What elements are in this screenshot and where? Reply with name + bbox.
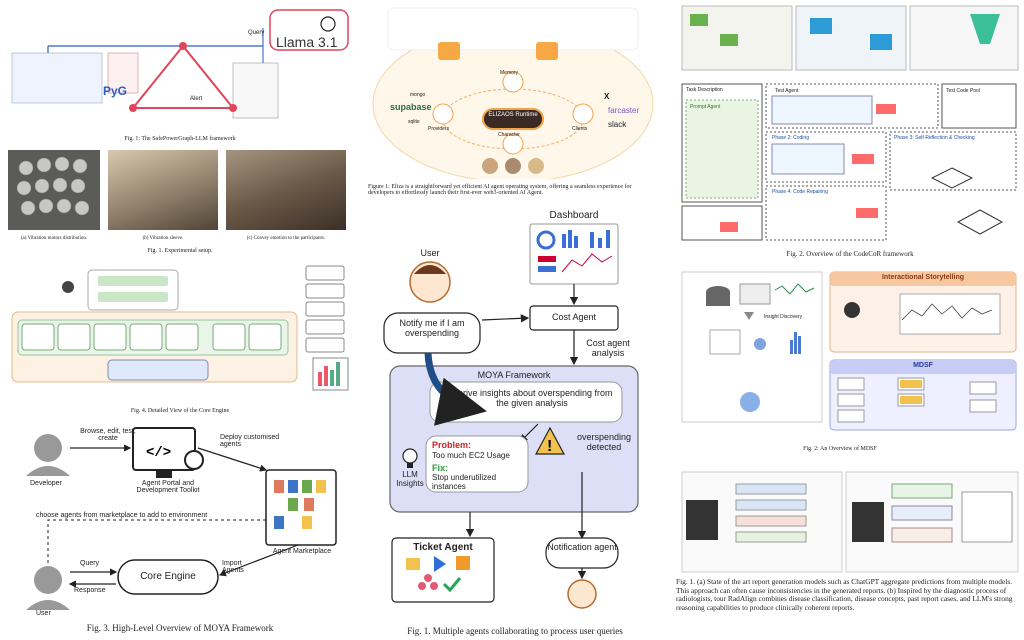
- mdsf-title-label: MDSF: [913, 362, 933, 369]
- codecor-header-2: Test Agent: [775, 88, 799, 94]
- llm-insights-label: LLM Insights: [396, 470, 424, 488]
- eliza-node-3: Character: [498, 132, 520, 138]
- mdsf-insight-label: Insight Discovery: [764, 314, 803, 320]
- overspending-label: overspending detected: [576, 432, 632, 452]
- caption-setup-fig: Fig. 1. Experimental setup.: [147, 248, 213, 254]
- codecor-header-6: Phase 4: Code Repairing: [772, 189, 828, 195]
- codecor-header-3: Test Code Pool: [946, 88, 980, 94]
- derive-insights-label: Derive insights about overspending from …: [451, 388, 613, 408]
- user-label: User: [36, 610, 51, 617]
- choose-agents-label: choose agents from marketplace to add to…: [36, 512, 208, 519]
- codecor-strip-image: [681, 5, 1019, 71]
- eliza-right-label-2: slack: [608, 120, 627, 129]
- query-label: Query: [248, 30, 265, 36]
- safe-power-graph-figure: Llama 3.1 PyG Alert Query: [8, 8, 353, 133]
- caption-setup-b: (b) Vibration sleeve.: [142, 236, 184, 241]
- codecor-header-5: Phase 3: Self-Reflection & Checking: [894, 135, 975, 141]
- cost-agent-label: Cost Agent: [551, 312, 597, 322]
- import-agents-label: Import Agents: [222, 560, 244, 574]
- speech-bubble-text: Notify me if I am overspending: [399, 318, 465, 338]
- svg-text:</>: </>: [146, 445, 171, 461]
- response-label: Response: [74, 587, 106, 594]
- svg-text:!: !: [547, 438, 552, 455]
- photo-vibration-motors: [8, 150, 100, 230]
- eliza-node-0: Providers: [428, 126, 450, 132]
- problem-title: Problem:: [432, 440, 472, 450]
- browse-label: Browse, edit, test, create: [80, 428, 136, 442]
- photo-vibration-sleeve: [108, 150, 218, 230]
- pyg-text: PyG: [103, 84, 128, 98]
- core-engine-figure: [8, 262, 353, 402]
- fix-title: Fix:: [432, 463, 449, 473]
- llama-label: Llama 3.1: [276, 34, 338, 50]
- moya-overview-diagram: </>: [26, 427, 337, 610]
- codecor-header-0: Task Description: [686, 87, 723, 93]
- mdsf-caption: Fig. 2: An Overview of MDSF: [803, 446, 877, 452]
- user-label: User: [420, 248, 440, 258]
- eliza-left-label-0: supabase: [390, 102, 432, 112]
- safe-power-graph-caption: Fig. 1: The SafePowerGraph-LLM framework: [124, 136, 236, 142]
- notification-agent-label: Notification agent: [547, 542, 617, 552]
- eliza-node-2: Clients: [572, 126, 588, 132]
- core-engine-diagram: [11, 265, 349, 391]
- codecor-diagram: [681, 83, 1017, 241]
- photo-convey-emotion: [226, 150, 346, 230]
- multi-agent-diagram: !: [383, 223, 639, 609]
- marketplace-label: Agent Marketplace: [272, 548, 332, 555]
- moya-overview-figure: </> Developer Browse, edit, test, create…: [8, 420, 353, 620]
- framework-label: MOYA Framework: [477, 370, 551, 380]
- query-label: Query: [80, 560, 100, 567]
- problem-text: Too much EC2 Usage: [432, 451, 510, 460]
- eliza-right-label-1: farcaster: [608, 106, 640, 115]
- dashboard-label: Dashboard: [549, 210, 599, 221]
- deploy-label: Deploy customised agents: [220, 434, 280, 448]
- mdsf-storytelling-label: Interactional Storytelling: [881, 274, 965, 281]
- eliza-left-label-1: mongo: [410, 92, 426, 98]
- codecor-header-4: Phase 2: Coding: [772, 135, 809, 141]
- codecor-caption: Fig. 2. Overview of the CodeCoR framewor…: [786, 250, 914, 258]
- cost-analysis-label: Cost agent analysis: [586, 338, 630, 358]
- codecor-top-strip: [680, 4, 1020, 74]
- mdsf-figure: Interactional Storytelling MDSF Insight …: [680, 270, 1020, 440]
- core-engine-label: Core Engine: [140, 571, 196, 582]
- caption-setup-a: (a) Vibration motors distribution.: [20, 236, 88, 241]
- radalign-figure: [680, 470, 1020, 574]
- codecor-header-1: Prompt Agent: [690, 104, 721, 110]
- multi-agent-figure: ! Dashboard User Notify me if I am overs…: [370, 210, 660, 615]
- core-engine-caption: Fig. 4. Detailed View of the Core Engine: [130, 408, 230, 414]
- developer-label: Developer: [30, 480, 62, 487]
- eliza-runtime-label: ELIZAOS Runtime: [488, 112, 538, 118]
- codecor-figure: Task Description Prompt Agent Test Agent…: [680, 82, 1020, 242]
- motors-image: [16, 156, 90, 216]
- eliza-left-label-2: sqlite: [408, 119, 420, 125]
- caption-setup-c: (c) Convey emotion to the participants.: [246, 236, 326, 241]
- ticket-agent-label: Ticket Agent: [413, 542, 473, 553]
- safe-power-graph-diagram: [11, 9, 349, 119]
- mdsf-diagram: [681, 271, 1017, 431]
- eliza-diagram: [372, 7, 654, 183]
- moya-overview-caption: Fig. 3. High-Level Overview of MOYA Fram…: [86, 623, 274, 633]
- radalign-caption: Fig. 1. (a) State of the art report gene…: [676, 577, 1013, 613]
- eliza-node-1: Memory: [500, 70, 519, 76]
- multi-agent-caption: Fig. 1. Multiple agents collaborating to…: [407, 626, 623, 636]
- fix-text: Stop underutilized instances: [432, 473, 497, 491]
- radalign-diagram: [681, 471, 1019, 573]
- alert-label: Alert: [190, 96, 203, 102]
- portal-label: Agent Portal and Development Toolkit: [136, 480, 200, 494]
- eliza-figure: ELIZAOS Runtime supabase mongo sqlite X …: [368, 4, 658, 183]
- eliza-caption: Figure 1: Eliza is a straightforward yet…: [368, 184, 632, 196]
- eliza-right-label-0: X: [604, 92, 610, 101]
